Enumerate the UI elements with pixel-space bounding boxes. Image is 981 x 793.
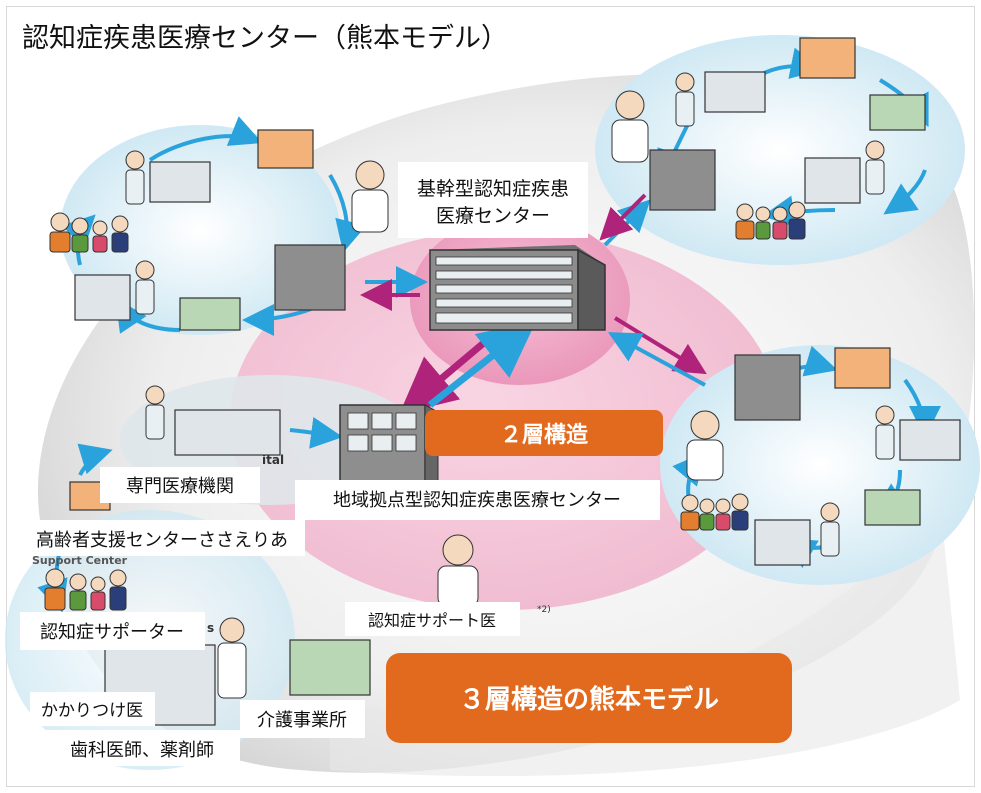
core-center-label-line1: 基幹型認知症疾患 [417,178,569,200]
person-figure [675,72,695,127]
footnote-mark: *2) [537,605,551,615]
doctor-figure [437,534,479,607]
supporter-label: 認知症サポーター [40,622,184,643]
core-center-building [429,245,606,331]
frame-border [6,6,975,787]
support-center-ghost-text: Support Center [32,554,128,567]
family-group [680,493,749,531]
person-figure [125,150,145,205]
dentist-pharmacist-label: 歯科医師、薬剤師 [70,740,214,761]
doctor-figure [351,160,389,233]
doctor-figure [686,410,724,481]
family-group [49,212,129,253]
people-figures [44,72,895,699]
hospital-ghost-text: ital [262,453,284,467]
person-figure [135,260,155,315]
label-supporter: 認知症サポーター [20,612,205,650]
center-arrows [360,193,707,415]
person-figure [820,502,840,557]
badge-three-layer: ３層構造の熊本モデル [386,653,792,743]
label-support-doctor: 認知症サポート医 *2) [345,602,551,636]
specialist-label: 専門医療機関 [126,476,234,497]
two-layer-badge-text: ２層構造 [500,422,588,448]
person-figure [865,140,885,195]
doctor-figure [217,617,247,699]
label-care-office: 介護事業所 [240,700,365,738]
family-group [735,201,806,240]
support-doctor-label: 認知症サポート医 [368,611,496,630]
person-figure [145,385,165,440]
family-group [44,568,127,611]
label-specialist: 専門医療機関 [100,467,260,503]
core-center-label-line2: 医療センター [436,205,550,227]
label-regional-center: 地域拠点型認知症疾患医療センター [295,480,660,520]
support-center-label: 高齢者支援センターささえりあ [36,530,288,551]
label-core-center: 基幹型認知症疾患 医療センター [398,162,588,238]
three-layer-badge-text: ３層構造の熊本モデル [459,684,719,715]
care-office-label: 介護事業所 [257,710,347,731]
ghost-s-text: s [207,621,214,635]
label-support-center: Support Center 高齢者支援センターささえりあ [20,520,305,567]
label-family-doctor: かかりつけ医 [30,692,155,726]
badge-two-layer: ２層構造 [425,410,663,456]
regional-center-building [339,404,439,486]
doctor-figure [611,90,649,163]
cluster-buildings [69,37,961,726]
person-figure [875,405,895,460]
label-dentist-pharmacist: 歯科医師、薬剤師 [45,730,240,766]
regional-center-label: 地域拠点型認知症疾患医療センター [333,490,621,511]
diagram-title: 認知症疾患医療センター（熊本モデル） [22,23,508,54]
family-doctor-label: かかりつけ医 [41,701,143,721]
